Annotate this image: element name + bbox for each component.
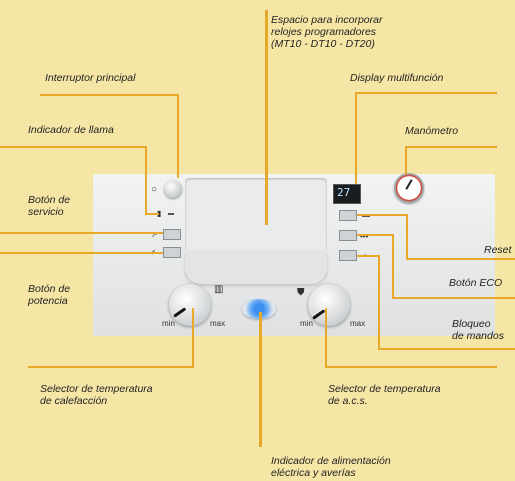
reset-button[interactable] — [339, 210, 357, 221]
leader-servicio — [0, 232, 163, 234]
label-alimentacion-line2: eléctrica y averías — [271, 467, 356, 479]
leader-reset-h — [357, 214, 407, 216]
label-manometro: Manómetro — [405, 125, 459, 137]
heating-knob-max-label: max — [210, 319, 226, 328]
leader-manometro-v — [405, 146, 407, 174]
main-switch-button[interactable] — [164, 180, 182, 198]
programmer-slot-lower — [185, 250, 327, 284]
leader-eco-v — [392, 234, 394, 298]
leader-bloqueo-h2 — [378, 348, 515, 350]
leader-alimentacion — [259, 312, 262, 447]
label-espacio-line2: relojes programadores — [271, 26, 377, 38]
power-button[interactable] — [163, 247, 181, 258]
label-servicio: Botón de servicio — [28, 194, 70, 218]
label-servicio-line2: servicio — [28, 206, 64, 218]
label-calefaccion-line1: Selector de temperatura — [40, 383, 153, 395]
radiator-icon: ▥ — [214, 284, 224, 295]
label-alimentacion-line1: Indicador de alimentación — [271, 455, 391, 467]
flame-indicator-icon: ▮ — [157, 209, 162, 218]
service-button-icon: ↗ — [151, 230, 158, 239]
label-potencia: Botón de potencia — [28, 283, 70, 307]
leader-llama-v — [145, 146, 147, 214]
label-interruptor: Interruptor principal — [45, 72, 136, 84]
label-potencia-line1: Botón de — [28, 283, 71, 295]
label-acs-line2: de a.c.s. — [328, 395, 368, 407]
eco-icon: ••• — [360, 232, 369, 241]
service-button[interactable] — [163, 229, 181, 240]
multifunction-display — [333, 184, 361, 204]
leader-display-v — [355, 92, 357, 184]
label-acs: Selector de temperatura de a.c.s. — [328, 383, 441, 407]
label-espacio-line1: Espacio para incorporar — [271, 14, 383, 26]
leader-acs-v — [325, 308, 327, 367]
dhw-knob-max-label: max — [350, 319, 366, 328]
reset-icon — [362, 215, 370, 217]
leader-interruptor-v — [177, 94, 179, 178]
leader-acs-h — [325, 366, 497, 368]
leader-calefaccion-v — [192, 308, 194, 367]
label-espacio: Espacio para incorporar relojes programa… — [271, 14, 382, 50]
label-acs-line1: Selector de temperatura — [328, 383, 441, 395]
label-alimentacion: Indicador de alimentación eléctrica y av… — [271, 455, 391, 479]
leader-interruptor-h — [40, 94, 178, 96]
label-bloqueo-line2: de mandos — [452, 330, 504, 342]
power-symbol-icon: ○ — [151, 184, 158, 195]
dhw-knob-min-label: min — [300, 319, 313, 328]
leader-eco-h — [357, 234, 393, 236]
heating-temperature-knob[interactable] — [169, 284, 211, 326]
leader-manometro-h — [405, 146, 497, 148]
label-display: Display multifunción — [350, 72, 444, 84]
leader-calefaccion-h — [28, 366, 194, 368]
leader-display-h — [355, 92, 497, 94]
leader-potencia — [0, 252, 163, 254]
leader-reset-v — [406, 214, 408, 259]
dhw-temperature-knob[interactable] — [308, 284, 350, 326]
leader-reset-h2 — [406, 258, 515, 260]
label-reset: Reset — [484, 244, 512, 256]
eco-button[interactable] — [339, 230, 357, 241]
leader-bloqueo-h — [357, 255, 379, 257]
label-llama: Indicador de llama — [28, 124, 114, 136]
label-calefaccion: Selector de temperatura de calefacción — [40, 383, 153, 407]
leader-bloqueo-v — [378, 255, 380, 349]
tap-icon: ⛊ — [297, 287, 305, 298]
leader-llama-h — [0, 146, 146, 148]
label-eco: Botón ECO — [449, 277, 503, 289]
label-espacio-line3: (MT10 - DT10 - DT20) — [271, 38, 375, 50]
power-indicator-light — [242, 299, 276, 319]
heating-knob-min-label: min — [162, 319, 175, 328]
display-value: 27 — [337, 186, 351, 199]
leader-espacio — [265, 10, 268, 225]
label-calefaccion-line2: de calefacción — [40, 395, 108, 407]
label-potencia-line2: potencia — [28, 295, 68, 307]
label-servicio-line1: Botón de — [28, 194, 71, 206]
lock-button[interactable] — [339, 250, 357, 261]
leader-llama-h2 — [145, 213, 159, 215]
flame-indicator-dash — [168, 213, 174, 215]
label-bloqueo-line1: Bloqueo — [452, 318, 491, 330]
pressure-gauge — [394, 173, 424, 203]
label-bloqueo: Bloqueo de mandos — [452, 318, 504, 342]
leader-eco-h2 — [392, 297, 515, 299]
